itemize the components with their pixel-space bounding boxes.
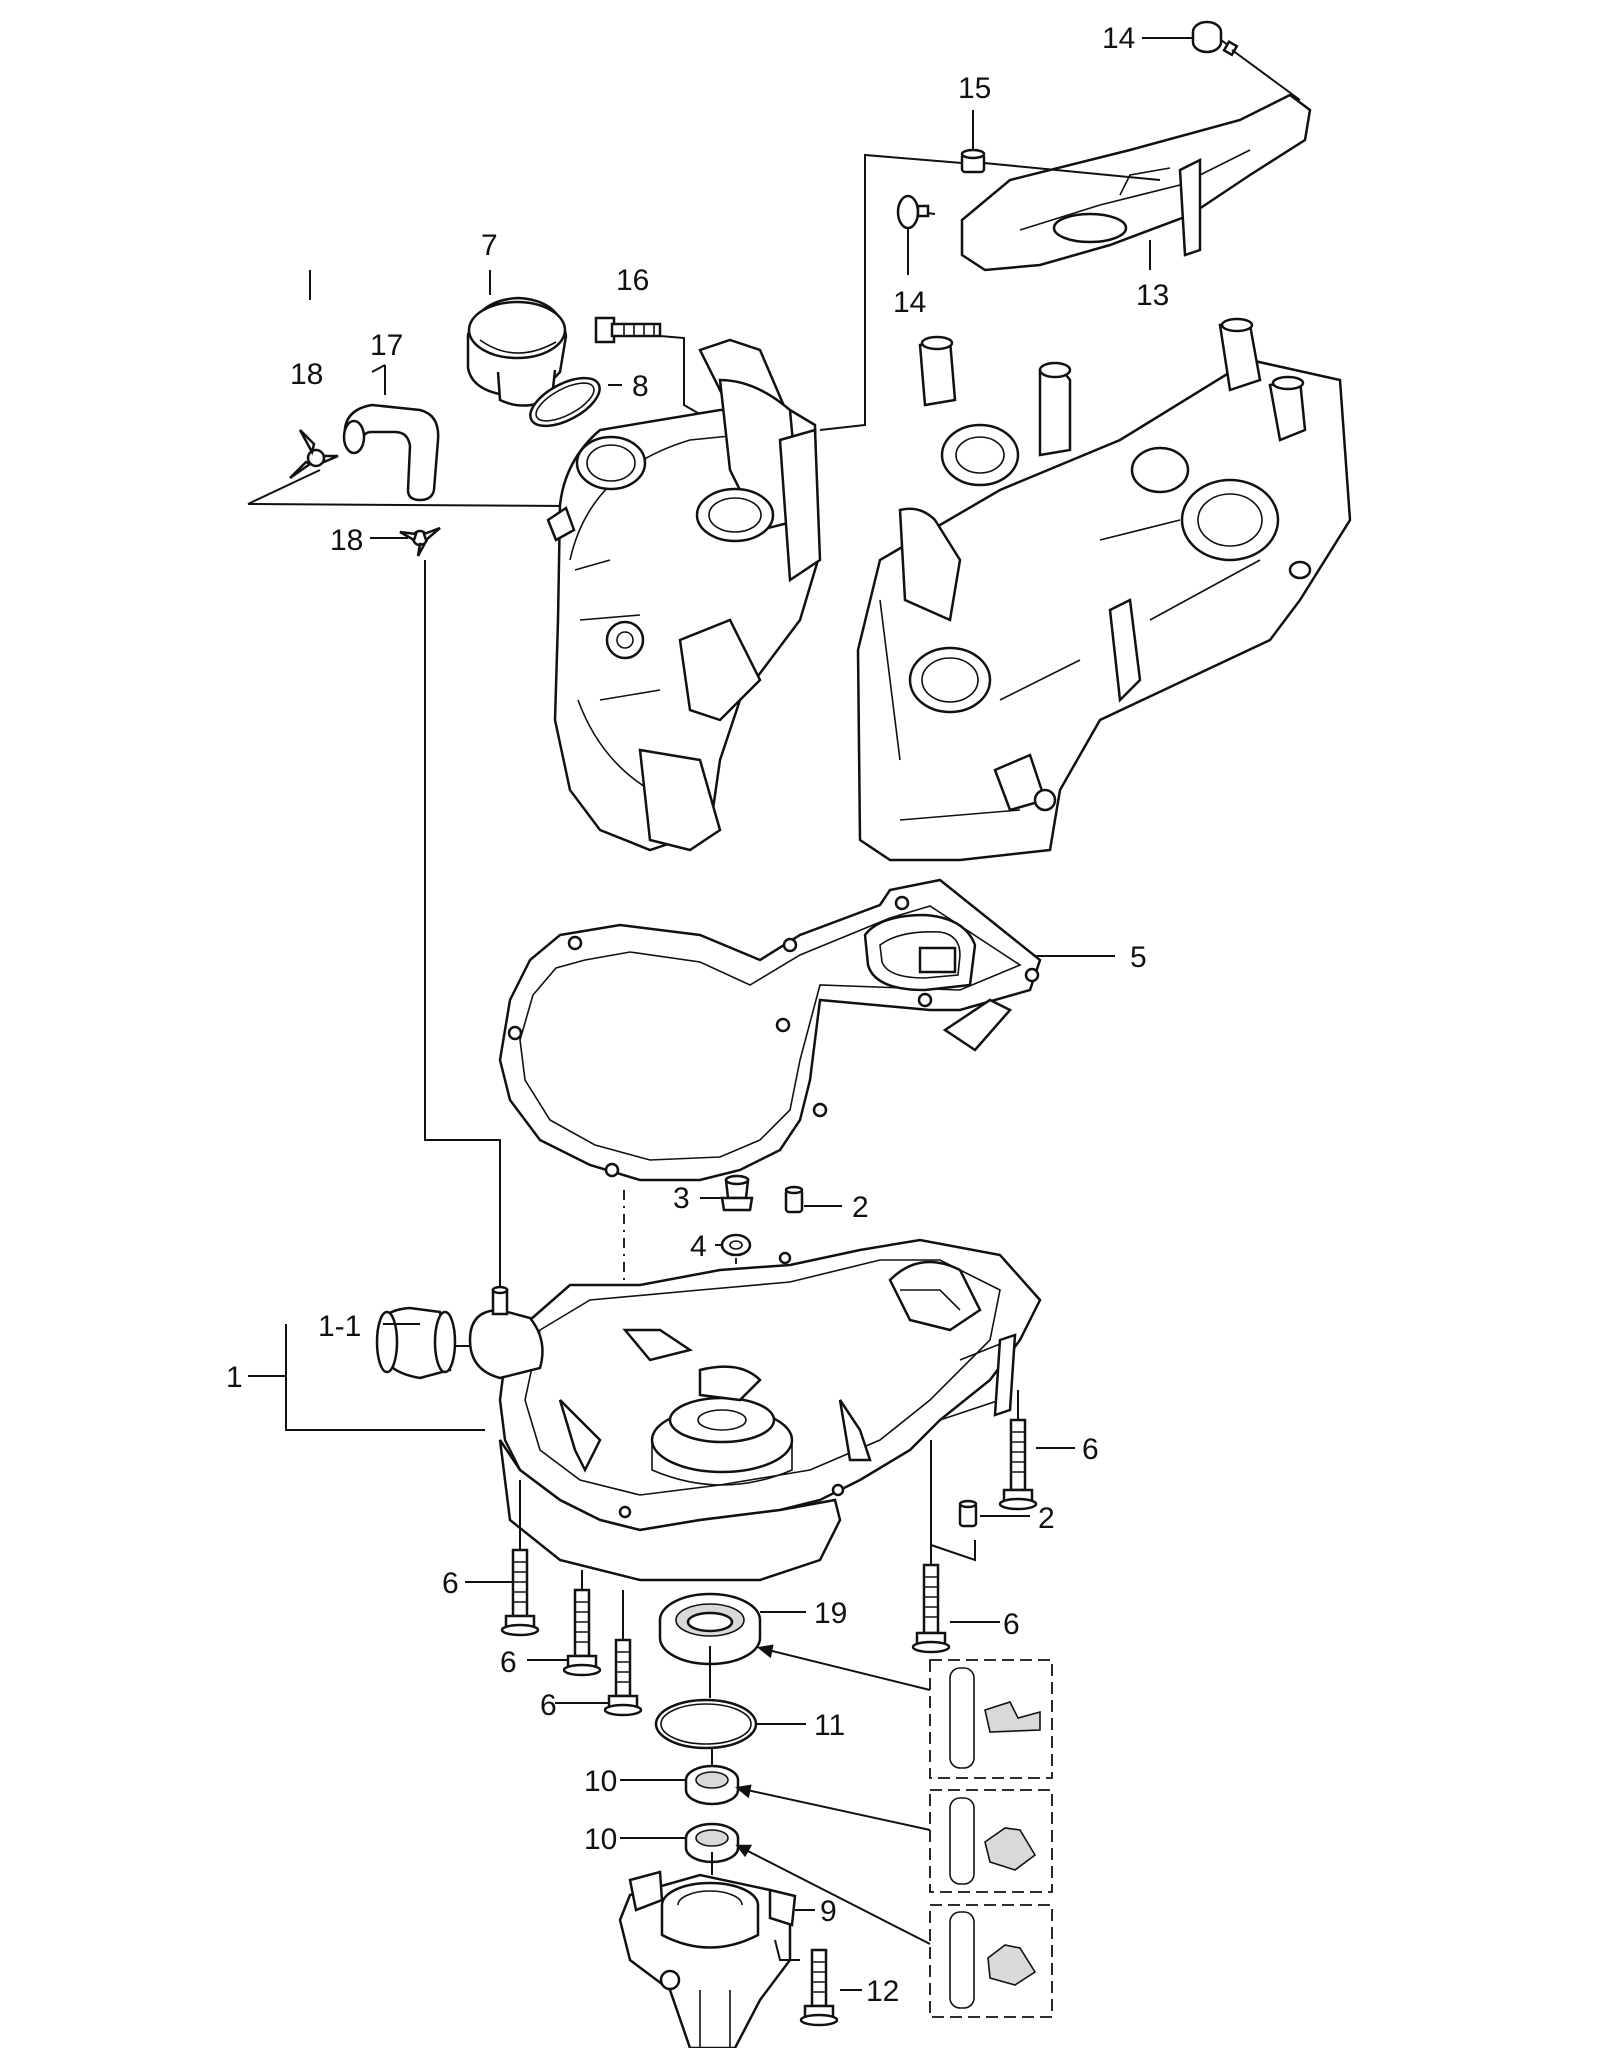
bolt-16 [594,316,662,344]
callout-19: 19 [814,1597,847,1630]
grommet-14-mid [896,194,936,230]
callout-5: 5 [1130,941,1147,974]
callout-6-left-2: 6 [500,1646,517,1679]
filler-cap-7 [466,296,568,407]
callout-8: 8 [632,370,649,403]
callout-3: 3 [673,1182,690,1215]
dowel-2-bottom [958,1499,978,1528]
callout-4: 4 [690,1230,707,1263]
clip-18-bottom [399,526,441,557]
dowel-2-top [784,1185,804,1214]
pump-housing-9 [618,1870,797,2048]
detail-box-bearing-upper [929,1789,1053,1893]
callout-1: 1 [226,1361,243,1394]
bolt-6-left-3 [603,1638,643,1717]
callout-18-top: 18 [290,358,323,391]
collar-15 [960,148,986,174]
callout-6-right-top: 6 [1082,1433,1099,1466]
grommet-14-top [1191,20,1239,57]
callout-17: 17 [370,329,403,362]
callout-14-top: 14 [1102,22,1135,55]
o-ring-8 [529,376,601,428]
callout-16: 16 [616,264,649,297]
callout-18-bottom: 18 [330,524,363,557]
callout-10-lower: 10 [584,1823,617,1856]
callout-6-left-1: 6 [442,1567,459,1600]
callout-9: 9 [820,1895,837,1928]
oil-pan-right-half [856,317,1352,862]
callout-6-left-3: 6 [540,1689,557,1722]
callout-12: 12 [866,1975,899,2008]
detail-box-seal-19 [929,1659,1053,1779]
bolt-6-right-top [998,1418,1038,1511]
washer-4 [720,1233,752,1257]
callout-1-1: 1-1 [318,1310,361,1343]
hose-17 [342,403,440,502]
callout-11: 11 [814,1709,845,1742]
callout-2-top: 2 [852,1191,869,1224]
bearing-10-upper [684,1764,740,1806]
gasket-5 [498,878,1042,1182]
callout-7: 7 [481,229,498,262]
bolt-12 [799,1948,839,2027]
callout-2-bottom: 2 [1038,1502,1055,1535]
oil-pan-left-half [546,338,822,852]
lower-casing-1 [498,1238,1042,1582]
bracket-13 [960,93,1312,272]
oil-seal-19 [658,1592,762,1666]
bolt-6-right-bottom [911,1563,951,1654]
callout-10-upper: 10 [584,1765,617,1798]
plug-3 [720,1174,754,1212]
callout-13: 13 [1136,279,1169,312]
bushing-1-1 [375,1306,457,1380]
bolt-6-left-1 [500,1548,540,1637]
bearing-10-lower [684,1822,740,1864]
detail-box-bearing-lower [929,1904,1053,2018]
clip-18-top [289,429,339,480]
callout-14-mid: 14 [893,286,926,319]
nipple-fitting [468,1285,544,1380]
bolt-6-left-2 [562,1588,602,1677]
callout-6-right-bottom: 6 [1003,1608,1020,1641]
o-ring-11 [654,1698,758,1750]
callout-15: 15 [958,72,991,105]
